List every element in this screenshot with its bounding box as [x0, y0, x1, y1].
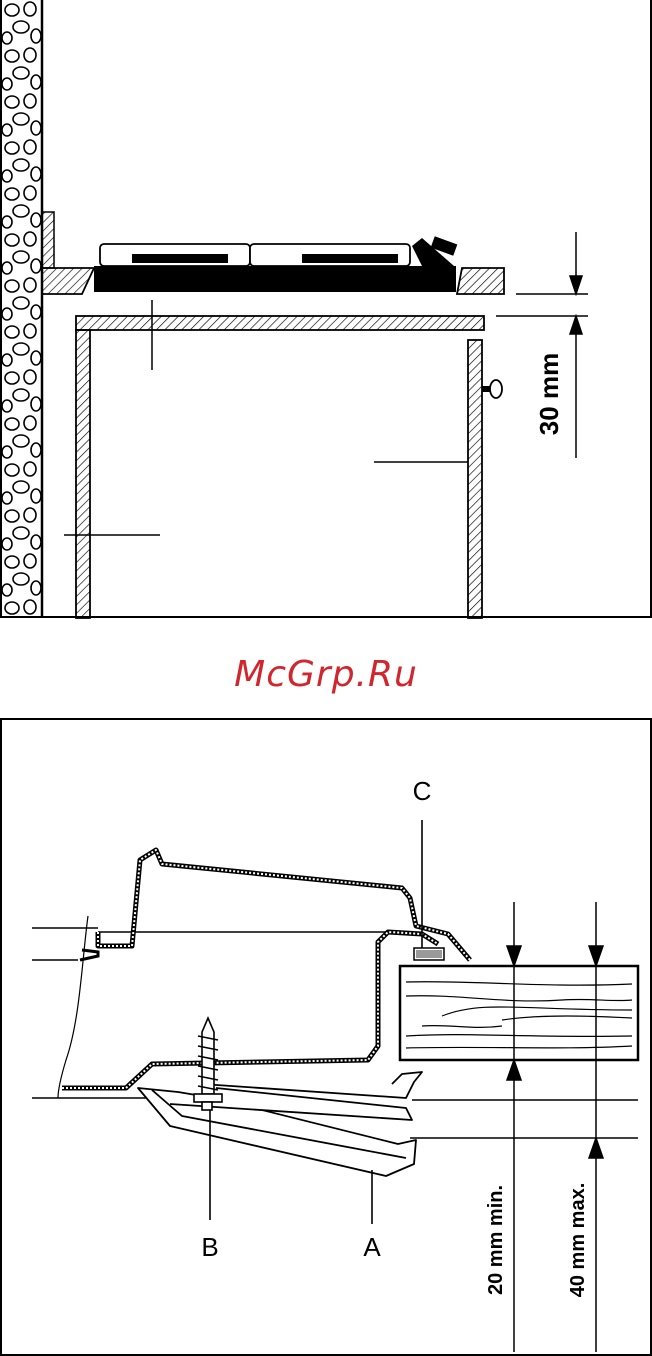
label-b: B	[201, 1232, 218, 1262]
wooden-worktop	[400, 966, 638, 1060]
dimension-40mm-label: 40 mm max.	[567, 1183, 589, 1298]
leader-lines	[64, 300, 468, 535]
label-c: C	[413, 776, 432, 806]
fixing-bracket-a	[138, 1072, 422, 1176]
cabinet-right-side	[468, 340, 482, 618]
cabinet-top	[76, 316, 484, 330]
hob	[94, 236, 457, 292]
wall-strip	[42, 212, 54, 268]
top-installation-diagram: 30 mm	[0, 0, 652, 618]
watermark-logo: McGrp.Ru	[0, 654, 652, 695]
housing-base	[62, 932, 438, 1088]
gasket-fill	[416, 950, 442, 958]
stone-wall	[2, 0, 42, 616]
top-diagram-svg: 30 mm	[2, 0, 650, 616]
dimension-30mm-label: 30 mm	[534, 353, 564, 435]
bottom-bracket-diagram: C B A 20 mm min. 40 mm max.	[0, 718, 652, 1356]
hob-housing	[80, 850, 470, 960]
cabinet-left-side	[76, 330, 90, 618]
dimension-20mm-label: 20 mm min.	[485, 1185, 507, 1295]
label-a: A	[363, 1232, 381, 1262]
door-knob	[482, 380, 502, 398]
bottom-diagram-svg: C B A 20 mm min. 40 mm max.	[2, 720, 650, 1354]
